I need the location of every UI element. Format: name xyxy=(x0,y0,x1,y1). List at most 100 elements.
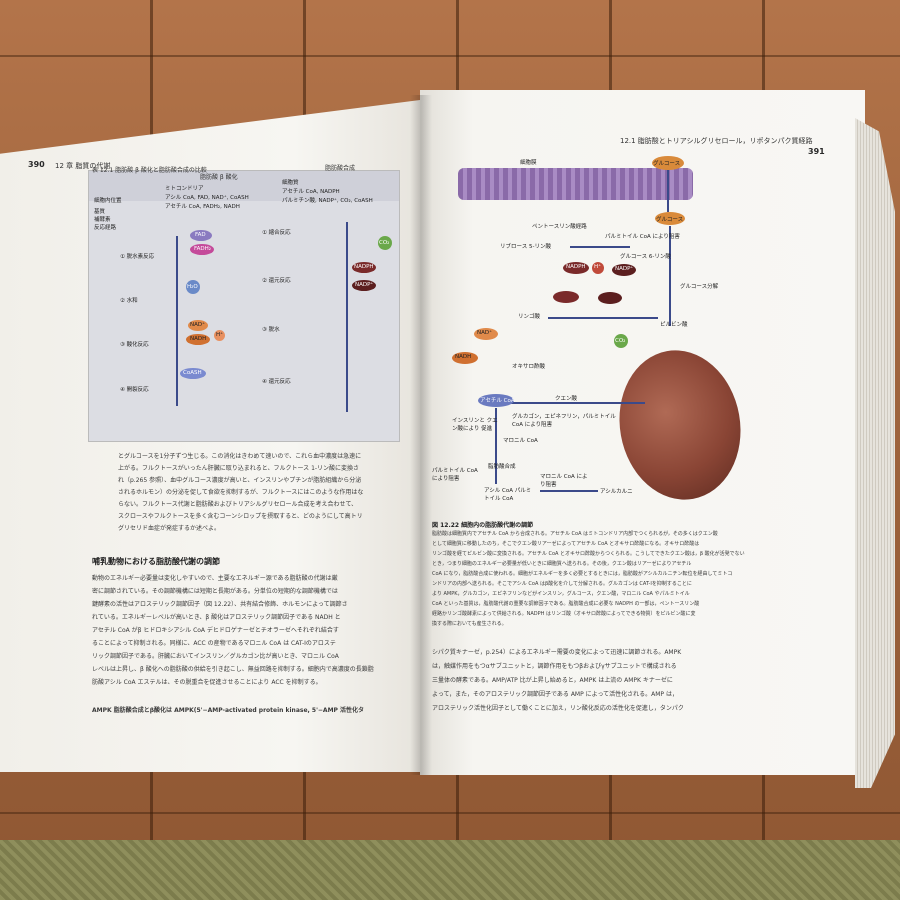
acetylcoa-label: アセチル CoA xyxy=(480,398,515,404)
molecule-label: CO₂ xyxy=(379,240,390,246)
nadh-molecule xyxy=(186,334,210,345)
caption-line: CoA になり，脂肪酸合成に使われる。細胞がエネルギーを多く必要とするときには，… xyxy=(432,571,733,577)
acylcarnitine-label: アシルカルニ xyxy=(600,489,633,495)
nadp-molecule-2 xyxy=(598,292,622,304)
table-header xyxy=(89,171,399,201)
body-line: は，触媒作用をもつαサブユニットと，調節作用をもつβおよびγサブユニットで構成さ… xyxy=(432,663,677,670)
palm-inhibit-label: パルミトイル CoA により阻害 xyxy=(605,234,680,240)
acetylcoa-molecule xyxy=(478,394,514,407)
nadh-label: NADH xyxy=(455,354,472,360)
molecule-label: NAD⁺ xyxy=(190,322,206,328)
glycolysis-label: グルコース分解 xyxy=(680,284,719,290)
comparison-table-figure xyxy=(88,170,400,442)
body-line: スクロースやフルクトースを多く含むコーンシロップを摂取すると、どのようにして高ト… xyxy=(118,513,363,520)
body-line: 上がる。フルクトースがいったん肝臓に取り込まれると、フルクトース 1-リン酸に変… xyxy=(118,465,360,472)
malonyl-label: マロニル CoA xyxy=(503,438,538,444)
column-oxidation: 脂肪酸 β 酸化 xyxy=(200,174,238,181)
section-line: れている。エネルギーレベルが高いとき、β 酸化はアロステリック調節因子である N… xyxy=(92,614,341,621)
coash-molecule xyxy=(180,368,206,379)
insulin-label: インスリンと クエン酸により 促進 xyxy=(452,418,498,432)
body-line: グリセリド血症が発症するか述べよ。 xyxy=(118,525,221,532)
fad-molecule xyxy=(190,230,212,241)
body-line: よって，また，そのアロステリック調節因子である AMP によって活性化される。A… xyxy=(432,691,678,698)
left-running-head: 12 章 脂質の代謝 xyxy=(55,162,111,170)
nadp-molecule xyxy=(612,264,636,276)
caption-line: とき，つまり細胞のエネルギー必要量が低いときに細胞質へ送られる。その後，クエン酸… xyxy=(432,561,692,567)
hplus-molecule xyxy=(214,330,225,341)
table-title: 表 12.1 脂肪酸 β 酸化と脂肪酸合成の比較 xyxy=(92,167,207,174)
caption-line: CoA といった基質は，脂肪酸代謝の重要な調節因子である。脂肪酸合成に必要な N… xyxy=(432,601,700,607)
body-line: れ（p.265 参照）、血中グルコース濃度が高いと、インスリンやプチンが脂肪組織… xyxy=(118,477,362,484)
water-molecule xyxy=(186,280,200,294)
pyruvate-label: ピルビン酸 xyxy=(660,322,688,328)
section-line: 密に調節されている。その調節機構には短期と長期がある。分単位の短期的な調節機構で… xyxy=(92,588,338,595)
section-line: アセチル CoA がβ ヒドロキシアシル CoA デヒドロゲナーゼとチオラーゼへ… xyxy=(92,627,339,634)
oxaloacetate-label: オキサロ酢酸 xyxy=(512,364,546,370)
nad-molecule xyxy=(474,328,498,340)
nad-label: NAD⁺ xyxy=(477,330,493,336)
row-label: 基質 xyxy=(94,209,106,215)
floor-seam xyxy=(0,812,900,814)
citrate-label: クエン酸 xyxy=(555,396,578,402)
page-stack-edge xyxy=(855,118,895,788)
glucagon-label: グルカゴン，エピネフリン，パルミトイル CoA により阻害 xyxy=(512,414,616,428)
section-line: 動物のエネルギー必要量は変化しやすいので、主要なエネルギー源である脂肪酸の代謝は… xyxy=(92,575,338,582)
section-line: 鍵酵素の活性はアロステリック調節因子（図 12.22）、共有結合修飾、ホルモンに… xyxy=(92,601,348,608)
molecule-label: H₂O xyxy=(187,284,198,290)
caption-line: 脂肪酸は細胞質内でアセチル CoA から合成される。アセチル CoA はミトコン… xyxy=(432,531,718,537)
body-line: シパク質キナーゼ，p.254）によるエネルギー需要の変化によって迅速に調節される… xyxy=(432,649,682,656)
synthesis-step: ① 縮合反応 xyxy=(262,230,291,236)
caption-line: として細胞質に移動したのち，そこでクエン酸リアーゼによってアセチル CoA とオ… xyxy=(432,541,700,547)
nad-molecule xyxy=(188,320,208,331)
nadh-molecule xyxy=(452,352,478,364)
synthesis-step: ④ 還元反応 xyxy=(262,379,291,385)
section-line: リック調節因子である。肝臓においてインスリン／グルカゴン比が高いとき、マロニル … xyxy=(92,653,339,660)
nadph-label: NADPH xyxy=(566,264,586,270)
molecule-label: NADPH xyxy=(354,264,374,270)
glucose-inside-label: グルコース xyxy=(656,217,684,223)
caption-line: ンドリアの内部へ送られる。そこでアシル CoA はβ酸化を介して分解される。グル… xyxy=(432,581,692,587)
molecule-label: H⁺ xyxy=(216,332,224,338)
ppp-arrow xyxy=(570,246,630,248)
fas-label: 脂肪酸合成 xyxy=(488,464,516,470)
oxidation-pathway-arrow xyxy=(176,236,178,406)
molecule-label: CoASH xyxy=(183,370,202,376)
synthesis-info: パルミチン酸, NADP⁺, CO₂, CoASH xyxy=(282,198,373,204)
caption-line: 換する際においても産生される。 xyxy=(432,621,507,627)
rug xyxy=(0,840,900,900)
nadph-molecule xyxy=(352,262,376,273)
column-synthesis: 脂肪酸合成 xyxy=(325,165,356,172)
right-page-number: 391 xyxy=(808,147,825,156)
body-line: 三量体の酵素である。AMP/ATP 比が上昇し始めると，AMPK は上流の AM… xyxy=(432,677,673,684)
synthesis-info: アセチル CoA, NADPH xyxy=(282,189,340,195)
nadph-molecule xyxy=(563,262,589,274)
hplus-label: H⁺ xyxy=(594,264,602,270)
citrate-arrow xyxy=(505,402,645,404)
section-line: ることによって抑制される。同様に、ACC の産物であるマロニル CoA は CA… xyxy=(92,640,336,647)
body-line: らない。フルクトース代謝と脂肪酸およびトリアシルグリセロール合成を考え合わせて、 xyxy=(118,501,358,508)
oxidation-info: ミトコンドリア xyxy=(165,186,204,192)
cell-membrane xyxy=(458,168,693,200)
hplus-molecule xyxy=(592,262,604,274)
synthesis-step: ③ 脱水 xyxy=(262,327,280,333)
molecule-label: NADP⁺ xyxy=(355,282,374,288)
floor-seam xyxy=(0,55,900,57)
oxidation-step: ① 脱水素反応 xyxy=(120,254,155,260)
malate-pyruvate-arrow xyxy=(548,317,658,319)
ppp-label: ペントースリン酸経路 xyxy=(532,224,587,230)
ribose-label: リブロース 5-リン酸 xyxy=(500,244,551,250)
glucose-molecule xyxy=(652,156,684,170)
caption-line: 経路かリンゴ酸酵素によって供給される。NADPH はリンゴ酸（オキサロ酢酸によっ… xyxy=(432,611,696,617)
body-line: されるホルモン）の分泌を促して食欲を抑制するが、フルクトースにはこのような作用は… xyxy=(118,489,364,496)
nadp-molecule xyxy=(352,280,376,291)
g6p-label: グルコース 6-リン酸 xyxy=(620,254,671,260)
synthesis-pathway-arrow xyxy=(346,222,348,412)
left-page-number: 390 xyxy=(28,160,45,169)
glucose-transport-arrow xyxy=(667,170,669,212)
glucose-label: グルコース xyxy=(653,161,681,167)
molecule-label: FAD xyxy=(195,232,206,238)
ampk-footnote: AMPK 脂肪酸合成とβ酸化は AMPK(5'−AMP-activated pr… xyxy=(92,707,365,714)
section-title: 哺乳動物における脂肪酸代謝の調節 xyxy=(92,557,220,566)
malate-label: リンゴ酸 xyxy=(518,314,541,320)
palm-inhibit-label-2: パルミトイル CoA により阻害 xyxy=(432,468,478,482)
